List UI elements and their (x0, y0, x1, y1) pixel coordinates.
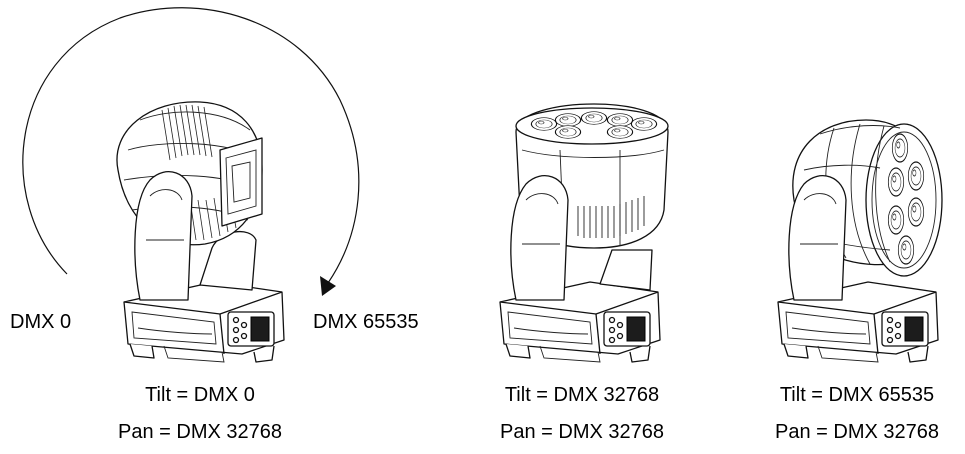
caption-2-pan: Pan = DMX 32768 (500, 421, 664, 443)
caption-1-tilt: Tilt = DMX 0 (145, 384, 255, 406)
fixture-tilt-65535 (777, 119, 943, 363)
caption-3-tilt: Tilt = DMX 65535 (779, 384, 935, 406)
pan-start-label: DMX 0 (10, 311, 72, 333)
fixture-tilt-0 (116, 101, 285, 363)
pan-arrow-head (320, 276, 336, 296)
caption-1-pan: Pan = DMX 32768 (118, 421, 282, 443)
pan-end-label: DMX 65535 (313, 311, 419, 333)
caption-3-pan: Pan = DMX 32768 (775, 421, 939, 443)
caption-2-tilt: Tilt = DMX 32768 (504, 384, 660, 406)
fixture-tilt-32768 (499, 103, 669, 363)
pan-rotation-arc (22, 7, 360, 284)
